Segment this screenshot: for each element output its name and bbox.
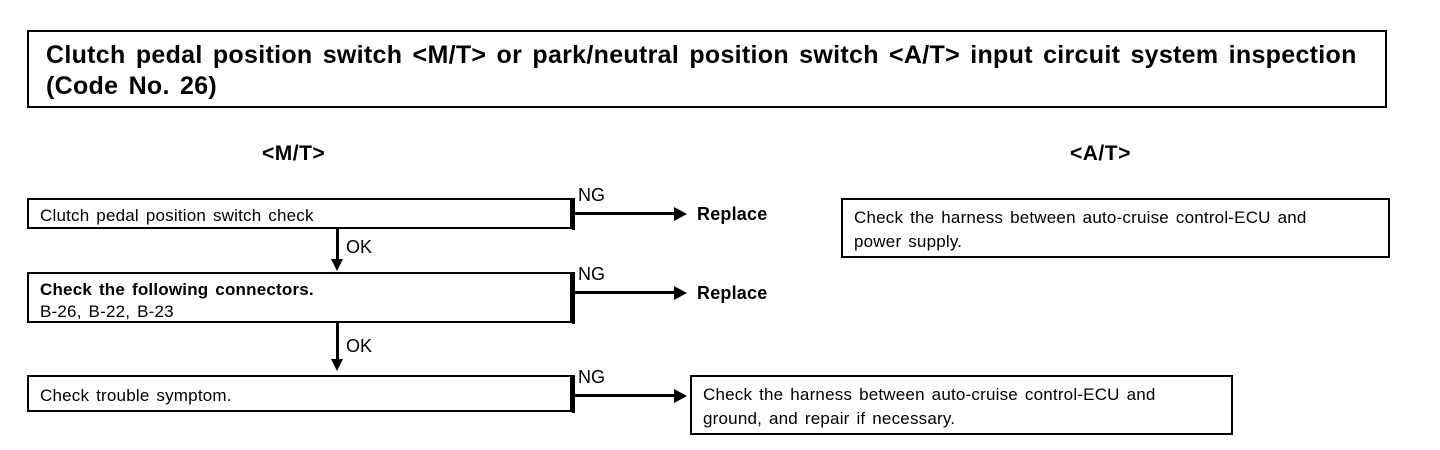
page-title: Clutch pedal position switch <M/T> or pa… [46, 41, 1357, 100]
flow-box-at-harness-power-supply: Check the harness between auto-cruise co… [841, 198, 1390, 258]
terminal-replace-2: Replace [697, 283, 768, 303]
arrow-head-ok-1 [331, 259, 343, 271]
branch-label-ng-2: NG [578, 264, 605, 284]
connector-ng-stub-2 [572, 272, 575, 324]
branch-label-ng-1: NG [578, 185, 605, 205]
connector-ng-line-2 [572, 291, 678, 294]
flow-box-connector-list: B-26, B-22, B-23 [40, 302, 174, 321]
arrow-head-ng-2 [674, 286, 687, 300]
flow-box-check-trouble-symptom: Check trouble symptom. [27, 375, 572, 412]
flow-box-text: Check trouble symptom. [40, 386, 232, 405]
connector-ok-line-2 [336, 323, 339, 361]
flow-box-text-line-1: Check the harness between auto-cruise co… [703, 385, 1156, 404]
flow-box-clutch-switch-check: Clutch pedal position switch check [27, 198, 572, 229]
branch-label-ng-3: NG [578, 367, 605, 387]
branch-label-ok-2: OK [346, 336, 373, 356]
terminal-replace-1: Replace [697, 204, 768, 224]
section-header-manual-transmission: <M/T> [262, 142, 326, 165]
flow-box-harness-ground-repair: Check the harness between auto-cruise co… [690, 375, 1233, 435]
arrow-head-ng-3 [674, 389, 687, 403]
flow-box-heading: Check the following connectors. [40, 280, 314, 299]
connector-ok-line-1 [336, 229, 339, 261]
flow-box-text-line-2: ground, and repair if necessary. [703, 409, 956, 428]
flow-box-text: Clutch pedal position switch check [40, 206, 314, 225]
connector-ng-line-1 [572, 212, 678, 215]
flow-box-text-line-2: power supply. [854, 232, 963, 251]
title-banner: Clutch pedal position switch <M/T> or pa… [27, 30, 1387, 108]
section-header-automatic-transmission: <A/T> [1070, 142, 1131, 165]
flow-box-check-connectors: Check the following connectors. B-26, B-… [27, 272, 572, 323]
arrow-head-ok-2 [331, 359, 343, 371]
flow-box-text-line-1: Check the harness between auto-cruise co… [854, 208, 1307, 227]
branch-label-ok-1: OK [346, 237, 373, 257]
connector-ng-line-3 [572, 394, 677, 397]
arrow-head-ng-1 [674, 207, 687, 221]
